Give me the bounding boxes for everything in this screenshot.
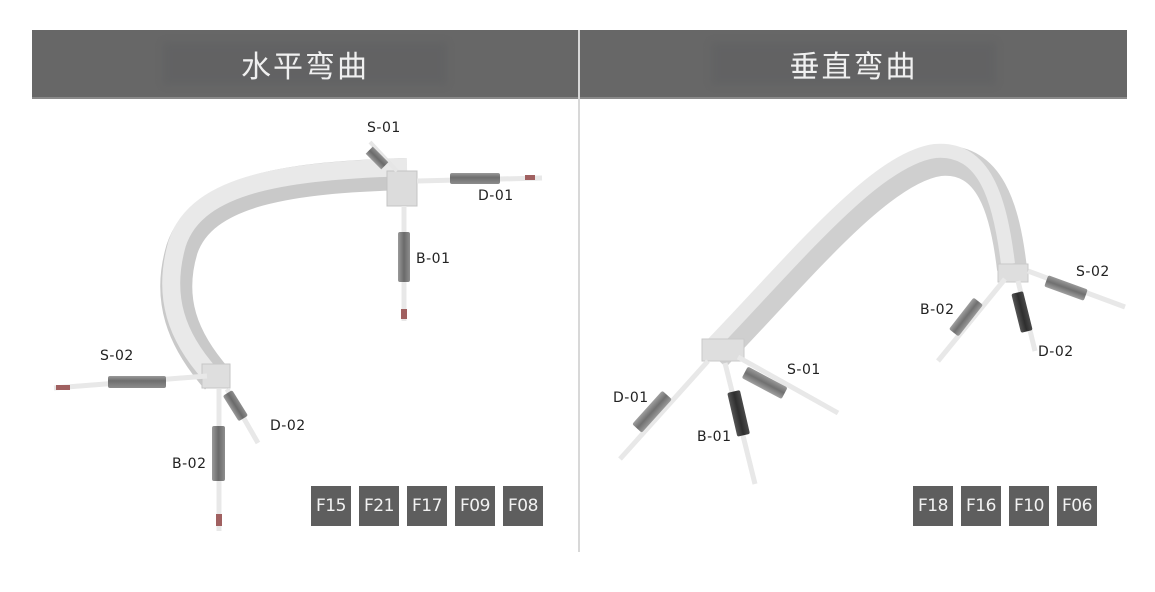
code-badge: F06 [1057, 486, 1097, 526]
horizontal-bend-diagram: S-01 D-01 B-01 S-02 D-02 B-02 F15 F21 F1… [32, 99, 578, 552]
header-glow [711, 42, 996, 85]
label-s01: S-01 [367, 120, 401, 136]
code-badge: F09 [455, 486, 495, 526]
label-s01: S-01 [787, 362, 821, 378]
horizontal-bend-panel: 水平弯曲 [32, 30, 578, 552]
code-badge: F18 [913, 486, 953, 526]
label-b01: B-01 [697, 429, 732, 445]
label-b02: B-02 [172, 456, 207, 472]
label-b01: B-01 [416, 251, 451, 267]
label-s02: S-02 [100, 348, 134, 364]
panel-divider [578, 30, 580, 552]
code-badge: F16 [961, 486, 1001, 526]
panel-title: 垂直弯曲 [789, 49, 918, 85]
label-d01: D-01 [613, 390, 649, 406]
fitting-codes: F15 F21 F17 F09 F08 [311, 486, 543, 526]
code-badge: F08 [503, 486, 543, 526]
label-d01: D-01 [478, 188, 514, 204]
vertical-bend-diagram: D-01 B-01 S-01 B-02 D-02 S-02 F18 F16 F1… [580, 99, 1127, 552]
panel-header: 垂直弯曲 [580, 30, 1127, 99]
label-d02: D-02 [1038, 344, 1074, 360]
label-d02: D-02 [270, 418, 306, 434]
code-badge: F10 [1009, 486, 1049, 526]
fitting-codes: F18 F16 F10 F06 [913, 486, 1097, 526]
label-s02: S-02 [1076, 264, 1110, 280]
label-b02: B-02 [920, 302, 955, 318]
vertical-bend-illustration [618, 143, 1126, 485]
panel-header: 水平弯曲 [32, 30, 578, 99]
panel-title: 水平弯曲 [241, 49, 369, 85]
code-badge: F17 [407, 486, 447, 526]
horizontal-bend-illustration [53, 140, 543, 531]
code-badge: F15 [311, 486, 351, 526]
header-glow [163, 42, 447, 85]
vertical-bend-panel: 垂直弯曲 [580, 30, 1127, 552]
code-badge: F21 [359, 486, 399, 526]
